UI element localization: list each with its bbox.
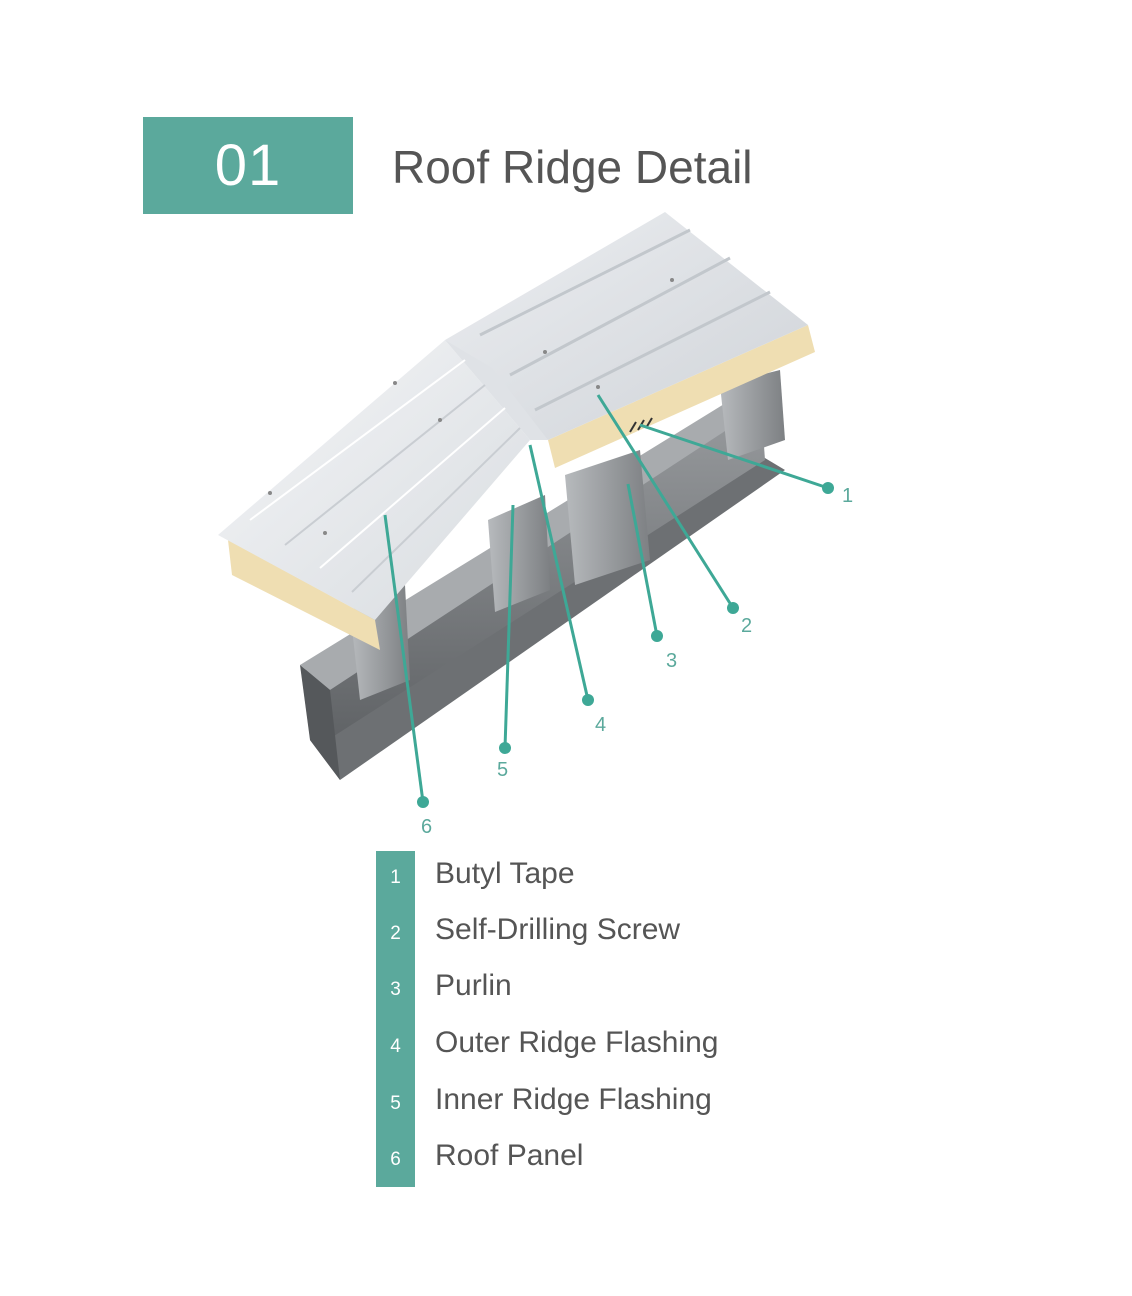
page-title: Roof Ridge Detail: [392, 141, 753, 193]
legend-item-number: 5: [390, 1093, 401, 1114]
section-number: 01: [214, 133, 282, 198]
legend-accent-bar: [376, 851, 415, 1187]
callout-dot-2: [727, 602, 739, 614]
legend-item-number: 3: [390, 979, 401, 1000]
callout-leaders: [383, 394, 834, 808]
legend-item-label: Self-Drilling Screw: [435, 913, 681, 946]
legend-item-number: 1: [390, 867, 401, 888]
legend-item: 4 Outer Ridge Flashing: [376, 1020, 836, 1076]
legend-item-label: Inner Ridge Flashing: [435, 1083, 712, 1116]
rafter-bottom-flange: [310, 455, 785, 780]
callout-dot-5: [499, 742, 511, 754]
left-panel-core: [228, 540, 380, 650]
legend-item: 6 Roof Panel: [376, 1133, 836, 1189]
legend-item-label: Roof Panel: [435, 1139, 584, 1172]
callout-dot-6: [417, 796, 429, 808]
purlin-right: [720, 370, 785, 460]
legend-item-number: 4: [390, 1036, 401, 1057]
legend-item-label: Butyl Tape: [435, 857, 575, 890]
legend-item: 2 Self-Drilling Screw: [376, 907, 836, 963]
panel-cores: [228, 325, 815, 650]
callout-number-5: 5: [497, 759, 508, 781]
legend-item-label: Outer Ridge Flashing: [435, 1026, 719, 1059]
roof-panels: [218, 212, 808, 620]
legend-item-label: Purlin: [435, 969, 512, 1002]
section-number-badge: 01: [143, 117, 353, 214]
right-roof-panel: [445, 212, 808, 440]
callout-dot-4: [582, 694, 594, 706]
left-roof-panel: [218, 340, 530, 620]
callout-dot-1: [822, 482, 834, 494]
parts-legend: 1 Butyl Tape 2 Self-Drilling Screw 3 Pur…: [376, 851, 836, 1187]
legend-item: 5 Inner Ridge Flashing: [376, 1077, 836, 1133]
callout-dot-3: [651, 630, 663, 642]
legend-item: 1 Butyl Tape: [376, 851, 836, 907]
callout-number-3: 3: [666, 650, 677, 672]
legend-item-number: 6: [390, 1149, 401, 1170]
rafter-end-face: [300, 665, 340, 780]
purlin-mid-left: [488, 495, 550, 612]
callout-number-4: 4: [595, 714, 606, 736]
ridge-flashing: [445, 340, 548, 440]
legend-item-number: 2: [390, 923, 401, 944]
purlin-mid-right: [565, 450, 650, 585]
callout-number-2: 2: [741, 615, 752, 637]
callout-number-6: 6: [421, 816, 432, 838]
right-panel-core: [548, 325, 815, 468]
legend-item: 3 Purlin: [376, 963, 836, 1019]
callout-number-1: 1: [842, 485, 853, 507]
